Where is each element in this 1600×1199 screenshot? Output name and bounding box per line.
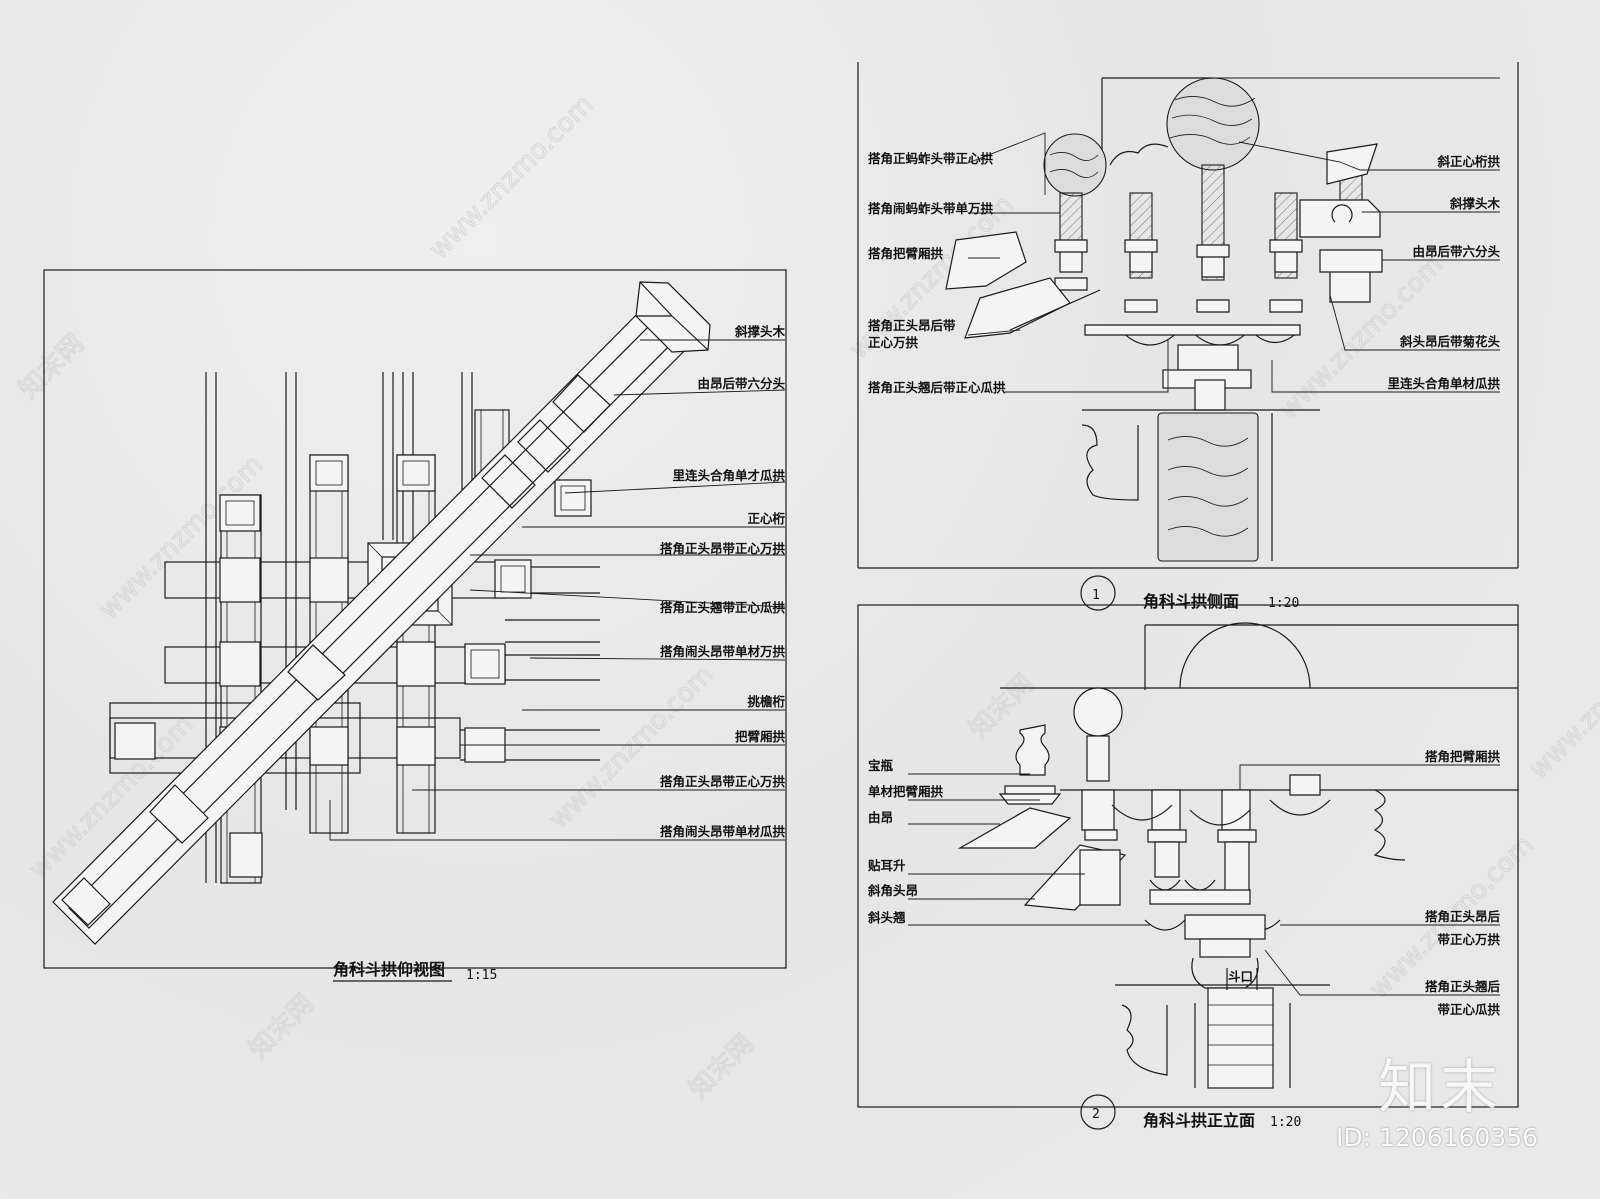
watermark-text-4: www.znzmo.com [544, 660, 719, 835]
plan-label-7: 挑檐桁 [747, 694, 785, 709]
plan-diagonal-member [52, 281, 711, 945]
side-scale: 1:20 [1268, 596, 1299, 611]
watermark-text-11: www.znzmo.com [1524, 610, 1600, 785]
front-right-label-2: 带正心万拱 [1437, 932, 1500, 947]
side-number: 1 [1092, 588, 1100, 603]
plan-label-3: 正心桁 [747, 511, 785, 526]
plan-leaders [329, 339, 786, 841]
watermark-text-0: 知末网 [14, 329, 90, 405]
plan-label-8: 把臂厢拱 [735, 729, 786, 744]
side-left-label-4: 正心万拱 [868, 335, 919, 350]
side-left-label-1: 搭角闹蚂蚱头带单万拱 [868, 201, 994, 216]
plan-label-10: 搭角闹头昂带单材瓜拱 [660, 824, 786, 839]
front-title: 角科斗拱正立面 [1143, 1111, 1255, 1130]
front-number: 2 [1092, 1107, 1100, 1122]
side-left-label-2: 搭角把臂厢拱 [868, 246, 944, 261]
purlin-small [1043, 133, 1107, 197]
side-leaders [967, 77, 1500, 393]
watermark-text-2: www.znzmo.com [424, 90, 599, 265]
vase-baoping [1015, 724, 1050, 776]
side-right-label-2: 由昂后带六分头 [1412, 244, 1500, 259]
plan-label-9: 搭角正头昂带正心万拱 [660, 774, 786, 789]
front-frame [857, 604, 1519, 1108]
front-right-label-4: 带正心瓜拱 [1437, 1002, 1500, 1017]
front-number-circle [1080, 1094, 1116, 1130]
side-left-label-5: 搭角正头翘后带正心瓜拱 [868, 380, 1006, 395]
side-left-labels: 搭角正蚂蚱头带正心拱搭角闹蚂蚱头带单万拱搭角把臂厢拱搭角正头昂后带正心万拱搭角正… [868, 151, 1006, 395]
plan-title: 角科斗拱仰视图 [333, 960, 445, 979]
front-column [1207, 987, 1274, 1089]
side-left-label-0: 搭角正蚂蚱头带正心拱 [868, 151, 994, 166]
side-title: 角科斗拱侧面 [1143, 592, 1239, 611]
side-brackets [1054, 239, 1303, 411]
image-id: ID: 1206160356 [1336, 1123, 1539, 1152]
side-right-label-0: 斜正心桁拱 [1436, 154, 1500, 169]
plan-view: 斜撑头木由昂后带六分头里连头合角单才瓜拱正心桁搭角正头昂带正心万拱搭角正头翘带正… [43, 269, 787, 983]
front-brackets [1081, 774, 1406, 958]
plan-label-2: 里连头合角单才瓜拱 [672, 468, 785, 483]
front-leaders [908, 764, 1500, 996]
purlin-arc [1179, 622, 1311, 689]
plan-label-1: 由昂后带六分头 [697, 376, 785, 391]
front-left-label-2: 由昂 [868, 810, 893, 825]
column-section [1157, 412, 1259, 562]
plan-scale: 1:15 [466, 968, 497, 983]
plan-label-6: 搭角闹头昂带单材万拱 [660, 644, 786, 659]
plan-label-0: 斜撑头木 [734, 324, 786, 339]
plan-labels: 斜撑头木由昂后带六分头里连头合角单才瓜拱正心桁搭角正头昂带正心万拱搭角正头翘带正… [660, 324, 786, 839]
front-right-label-0: 搭角把臂厢拱 [1425, 749, 1501, 764]
front-left-label-1: 单材把臂厢拱 [868, 784, 944, 799]
side-left-label-3: 搭角正头昂后带 [868, 318, 956, 333]
front-left-label-3: 贴耳升 [868, 858, 906, 873]
side-number-circle [1080, 575, 1116, 611]
side-right-label-1: 斜撑头木 [1449, 196, 1501, 211]
front-left-label-4: 斜角头昂 [867, 883, 918, 898]
side-section-view: 搭角正蚂蚱头带正心拱搭角闹蚂蚱头带单万拱搭角把臂厢拱搭角正头昂后带正心万拱搭角正… [857, 62, 1519, 611]
watermark-text-3: 知末网 [244, 989, 320, 1065]
purlin-large [1166, 77, 1260, 171]
front-right-label-3: 搭角正头翘后 [1425, 979, 1501, 994]
plan-frame [43, 269, 787, 969]
front-left-label-0: 宝瓶 [868, 758, 894, 773]
side-right-label-4: 里连头合角单材瓜拱 [1387, 376, 1500, 391]
front-left-label-5: 斜头翘 [867, 910, 906, 925]
front-right-label-1: 搭角正头昂后 [1425, 909, 1501, 924]
front-scale: 1:20 [1270, 1115, 1301, 1130]
plan-label-5: 搭角正头翘带正心瓜拱 [660, 600, 786, 615]
brand-logo: 知末 [1378, 1053, 1503, 1121]
watermark-text-9: 知末网 [684, 1029, 760, 1105]
dou-kou-label: 斗口 [1228, 969, 1253, 984]
purlin-round [1073, 687, 1123, 737]
plan-label-4: 搭角正头昂带正心万拱 [660, 541, 786, 556]
side-right-label-3: 斜头昂后带菊花头 [1399, 334, 1501, 349]
